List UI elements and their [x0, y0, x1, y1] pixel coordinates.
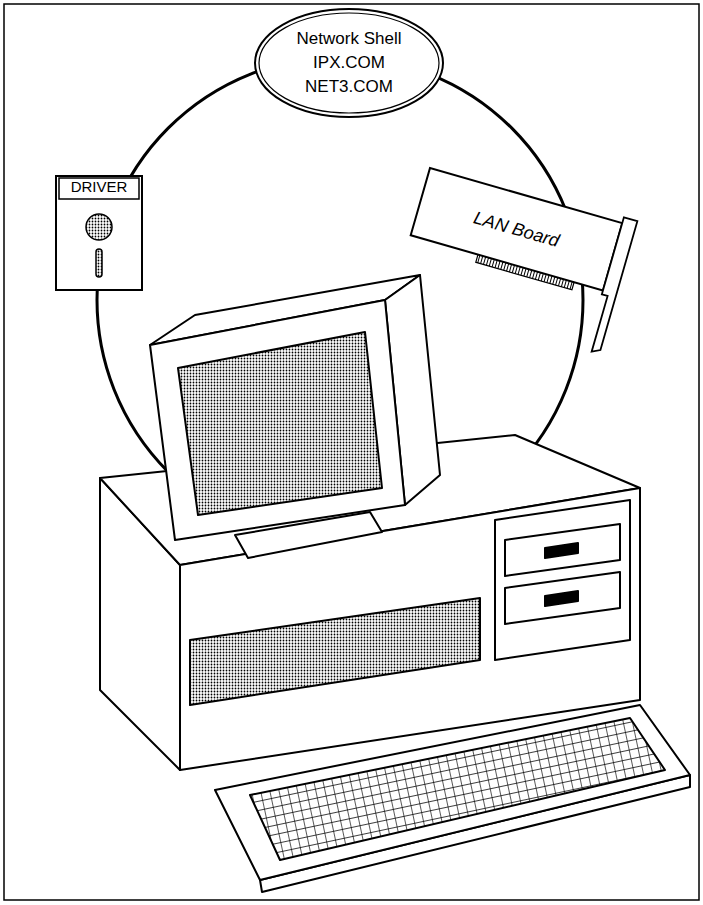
lan-board: LAN Board	[411, 168, 623, 290]
node-text: Network Shell	[297, 27, 402, 51]
keyboard	[215, 705, 690, 892]
driver-disk: DRIVER	[55, 175, 143, 291]
frame	[4, 4, 699, 900]
node-text: IPX.COM	[313, 51, 385, 75]
node-text: NET3.COM	[305, 75, 393, 99]
monitor	[150, 275, 440, 558]
shell-ellipse: Network ShellIPX.COMNET3.COM	[254, 8, 444, 118]
node-text: DRIVER	[71, 178, 128, 196]
